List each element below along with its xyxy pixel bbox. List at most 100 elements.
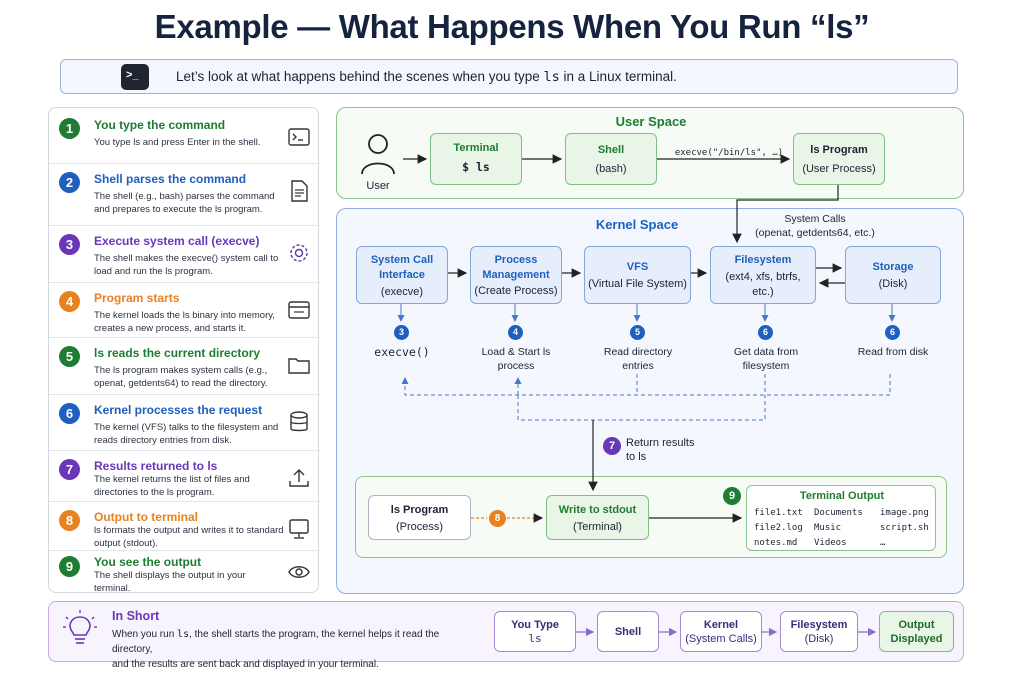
kernel-space-title: Kernel Space — [595, 217, 679, 232]
shell-sub: (bash) — [595, 163, 627, 175]
intro-text-after: in a Linux terminal. — [559, 69, 677, 84]
step-title: You type the command — [94, 118, 226, 132]
terminal-output-title: Terminal Output — [747, 490, 937, 502]
marker-7: 7 — [603, 437, 621, 455]
step-desc: The kernel returns the list of files and… — [94, 474, 250, 498]
flow-title: Output — [898, 619, 935, 631]
document-icon — [291, 180, 308, 202]
lightbulb-icon — [63, 610, 97, 644]
step-title: Results returned to ls — [94, 459, 218, 473]
step-number: 3 — [59, 234, 80, 255]
syscalls-label: System Calls (openat, getdents64, etc.) — [745, 212, 885, 240]
step-number: 5 — [59, 346, 80, 367]
shell-box: Shell (bash) — [565, 133, 657, 185]
in-short-text-1: When you run — [112, 629, 178, 640]
step-desc: The shell displays the output in your te… — [94, 570, 246, 594]
file-item: Videos — [814, 538, 847, 548]
steps-panel: 1 You type the command You type ls and p… — [48, 107, 320, 594]
kbox-sub: (Create Process) — [474, 285, 558, 297]
file-item: file1.txt — [754, 508, 803, 518]
user-label: User — [366, 180, 390, 192]
ls-program-title: ls Program — [810, 144, 868, 156]
shell-title: Shell — [597, 144, 625, 156]
kbox-sub: (ext4, xfs, btrfs, etc.) — [725, 271, 801, 298]
step-desc: ls formats the output and writes it to s… — [94, 525, 284, 549]
return-label: Return results to ls — [626, 437, 695, 463]
eye-icon — [288, 566, 310, 578]
marker-label: Get data from filesystem — [733, 346, 799, 372]
step-7: 7 Results returned to ls The kernel retu… — [49, 451, 320, 502]
user-space-title: User Space — [615, 114, 687, 129]
ls-process-sub: (Process) — [395, 521, 444, 533]
file-item: Music — [814, 523, 842, 533]
flow-you-type: You Type ls — [494, 611, 576, 652]
intro-banner: >_ Let’s look at what happens behind the… — [60, 59, 958, 94]
arrow — [732, 185, 839, 244]
marker-label: Read from disk — [857, 346, 929, 358]
write-stdout-box: Write to stdout (Terminal) — [546, 495, 649, 540]
storage-box: Storage (Disk) — [845, 246, 941, 304]
terminal-title: Terminal — [453, 142, 499, 154]
terminal-icon — [288, 128, 310, 146]
vfs-box: VFS (Virtual File System) — [584, 246, 691, 304]
marker-label: Read directory entries — [603, 346, 673, 372]
folder-icon — [288, 358, 310, 374]
return-path — [517, 395, 766, 421]
file-item: file2.log — [754, 523, 803, 533]
terminal-box: Terminal $ ls — [430, 133, 522, 185]
step-6: 6 Kernel processes the request The kerne… — [49, 395, 320, 451]
ls-process-title: ls Program — [390, 504, 449, 516]
file-item: Documents — [814, 508, 863, 518]
file-item: notes.md — [754, 538, 798, 548]
step-number: 7 — [59, 459, 80, 480]
step-title: ls reads the current directory — [94, 346, 261, 360]
terminal-cmd: $ ls — [462, 160, 490, 174]
kbox-title: System Call Interface — [370, 254, 434, 281]
step-desc: The shell (e.g., bash) parses the comman… — [94, 191, 275, 215]
page-title: Example — What Happens When You Run “ls” — [154, 8, 870, 45]
kbox-sub: (Virtual File System) — [588, 278, 687, 290]
terminal-output-box: Terminal Output file1.txt Documents imag… — [746, 485, 936, 551]
flow-output: Output Displayed — [879, 611, 954, 652]
term-out-title: Terminal Output — [799, 490, 885, 502]
step-number: 1 — [59, 118, 80, 139]
intro-code: ls — [543, 69, 560, 85]
step-2: 2 Shell parses the command The shell (e.… — [49, 164, 320, 226]
step-3: 3 Execute system call (execve) The shell… — [49, 226, 320, 283]
step-title: Kernel processes the request — [94, 403, 263, 417]
step-title: Output to terminal — [94, 510, 198, 524]
user-icon — [361, 134, 395, 175]
return-path — [401, 374, 891, 396]
syscalls-title: System Calls — [784, 213, 846, 225]
window-icon — [288, 301, 310, 319]
marker-label-text: execve() — [374, 345, 430, 359]
syscalls-sub: (openat, getdents64, etc.) — [755, 227, 875, 239]
kbox-sub: (Disk) — [878, 278, 908, 290]
in-short-text: When you run ls, the shell starts the pr… — [112, 627, 482, 672]
step-9: 9 You see the output The shell displays … — [49, 551, 320, 594]
syscall-interface-box: System Call Interface (execve) — [356, 246, 448, 304]
step-title: Shell parses the command — [94, 172, 247, 186]
database-icon — [290, 411, 308, 432]
upload-icon — [289, 469, 309, 487]
process-management-box: Process Management (Create Process) — [470, 246, 562, 304]
step-number: 2 — [59, 172, 80, 193]
flow-filesystem: Filesystem (Disk) — [780, 611, 858, 652]
marker-6: 6 — [758, 325, 773, 340]
step-8: 8 Output to terminal ls formats the outp… — [49, 502, 320, 551]
marker-6b: 6 — [885, 325, 900, 340]
step-title: Program starts — [94, 291, 180, 305]
step-number: 9 — [59, 556, 80, 577]
in-short-code: ls — [177, 629, 190, 640]
flow-title: Filesystem — [790, 619, 848, 631]
marker-5: 5 — [630, 325, 645, 340]
step-desc: You type ls and press Enter in the shell… — [94, 137, 261, 148]
flow-shell: Shell — [597, 611, 659, 652]
flow-sub: ls — [528, 632, 542, 645]
marker-4: 4 — [508, 325, 523, 340]
step-1: 1 You type the command You type ls and p… — [49, 110, 320, 164]
kbox-sub: (execve) — [380, 286, 424, 298]
file-item: … — [880, 538, 886, 548]
flow-title: Shell — [614, 626, 642, 638]
terminal-icon: >_ — [121, 64, 149, 90]
